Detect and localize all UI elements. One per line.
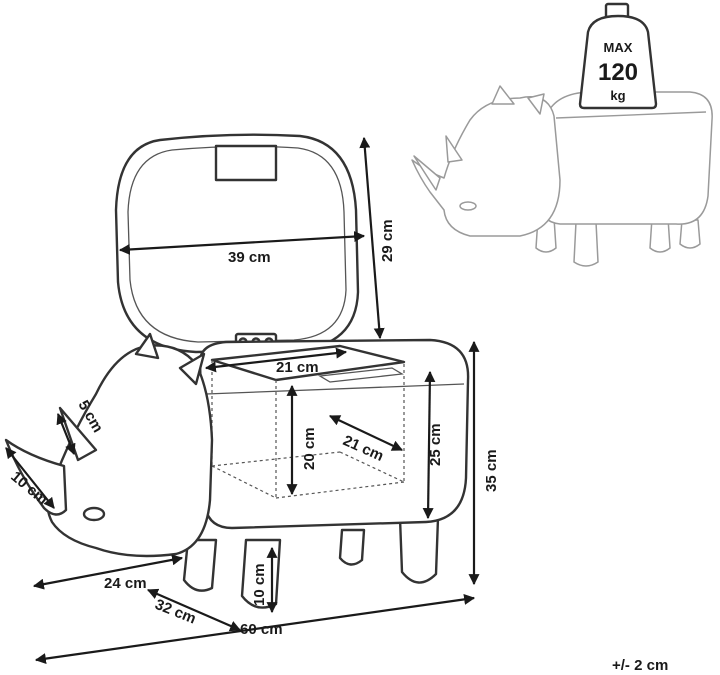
label-lid-height: 29 cm [379,219,396,262]
tolerance-note: +/- 2 cm [612,657,668,674]
reference-rhino-illustration: MAX 120 kg [411,2,713,267]
compartment-outline [211,360,405,499]
weight-icon: MAX 120 kg [578,2,658,110]
weight-unit: kg [610,88,625,103]
label-total-length: 60 cm [240,621,283,638]
rhino-head [46,344,214,558]
label-lid-width: 39 cm [228,249,271,266]
label-width-32: 32 cm [153,596,199,628]
label-leg-height: 10 cm [251,563,268,606]
label-width-24: 24 cm [104,575,147,592]
label-compartment-top-width: 21 cm [276,359,319,376]
weight-max-label: MAX [604,40,633,55]
main-rhino-illustration [4,133,470,609]
label-compartment-height: 20 cm [301,427,318,470]
label-total-height: 35 cm [483,449,500,492]
label-body-height: 25 cm [427,423,444,466]
weight-value: 120 [598,59,638,86]
dimension-arrows [5,136,480,665]
